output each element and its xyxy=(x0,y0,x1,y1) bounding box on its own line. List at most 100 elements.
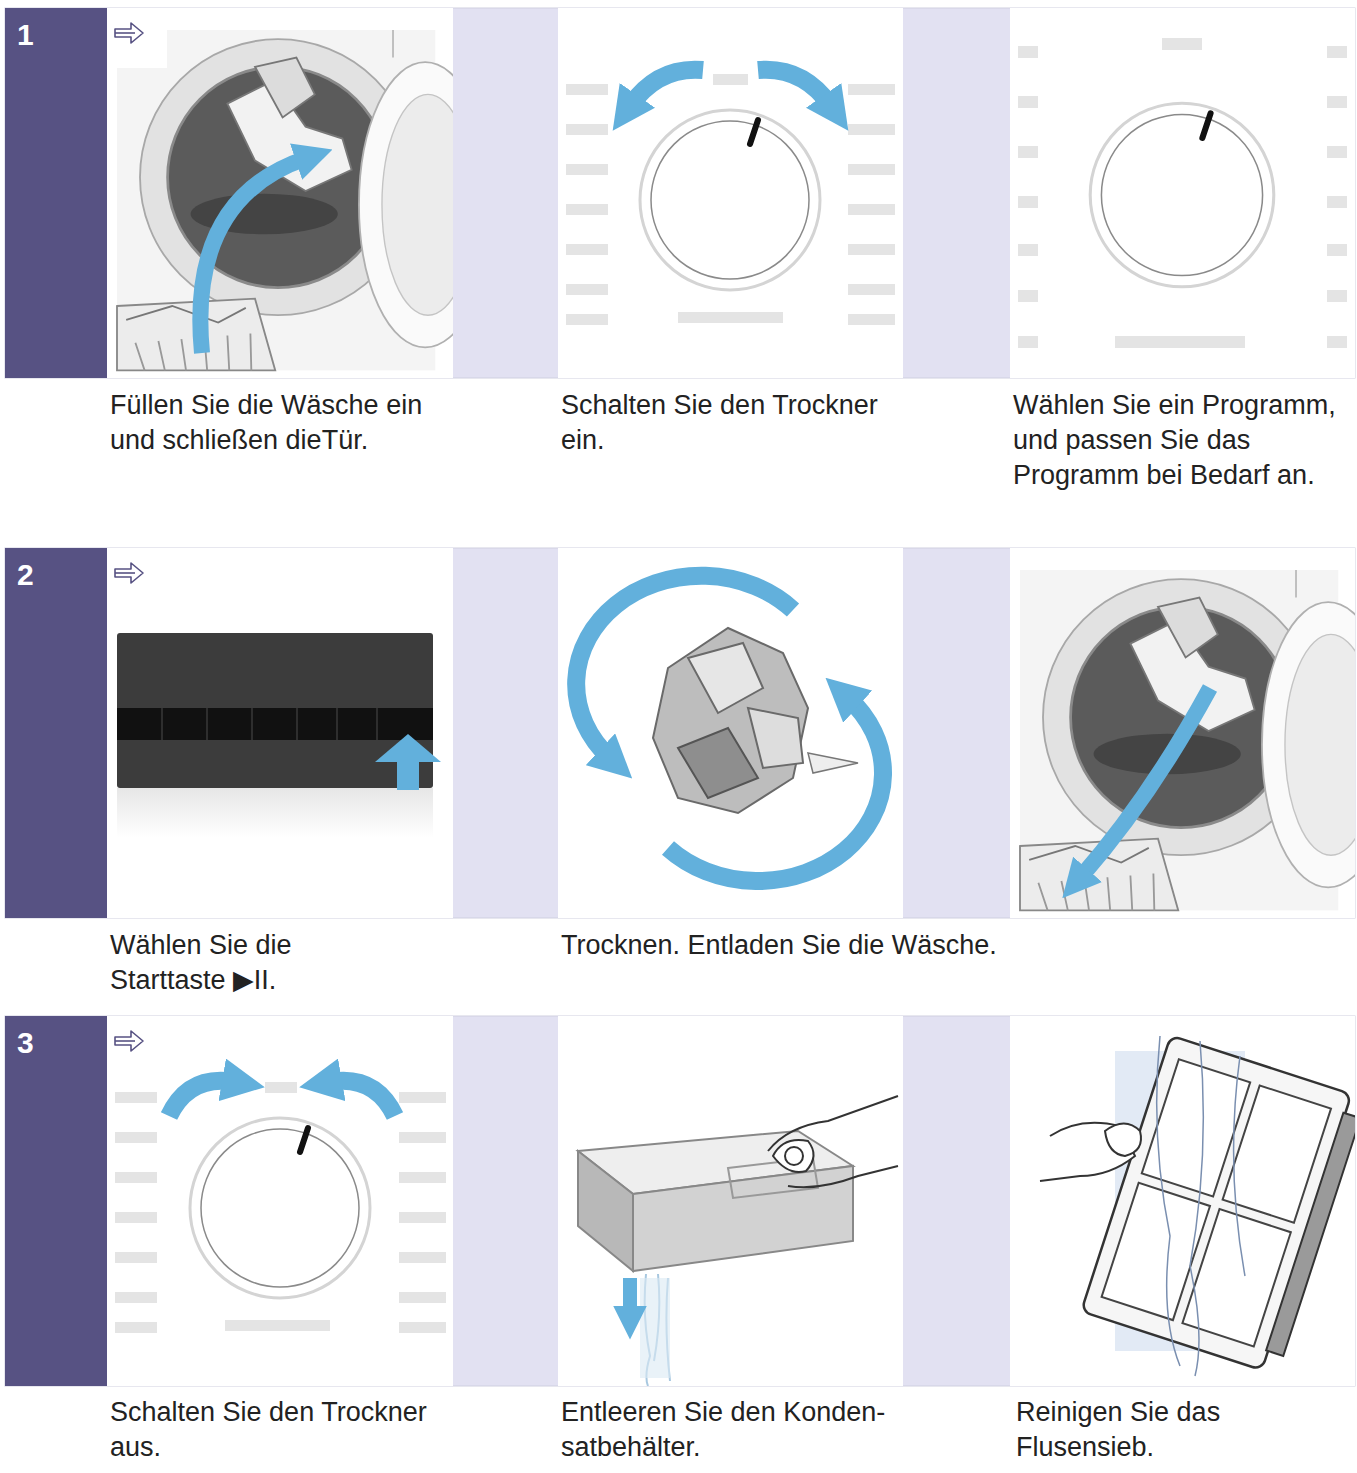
start-button-picture xyxy=(107,548,167,608)
lint-filter-picture xyxy=(1081,1036,1351,1371)
program-dial-picture xyxy=(1018,146,1038,158)
switch-off-picture xyxy=(265,1082,297,1093)
drying-picture xyxy=(653,628,808,813)
program-dial-picture xyxy=(1090,103,1274,287)
switch-off-picture xyxy=(399,1292,446,1303)
row-ground xyxy=(107,548,453,918)
program-dial-picture xyxy=(1327,96,1347,108)
switch-off-picture xyxy=(115,1292,157,1303)
switch-on-picture xyxy=(758,70,831,106)
switch-on-picture xyxy=(640,110,820,290)
step-tab: 2 xyxy=(5,548,107,918)
unload-laundry-picture xyxy=(1020,570,1357,910)
lint-filter-picture xyxy=(1157,1036,1245,1376)
program-dial-picture xyxy=(1327,146,1347,158)
condensate-tank-picture xyxy=(578,1151,633,1271)
unload-laundry-picture xyxy=(1080,688,1210,878)
start-button-picture xyxy=(375,734,441,762)
step-caption: Füllen Sie die Wäsche ein und schließen … xyxy=(110,388,455,458)
step-tab: 3 xyxy=(5,1016,107,1386)
program-dial-picture xyxy=(1018,38,1347,348)
row-ground xyxy=(558,548,903,918)
start-button-picture xyxy=(115,563,143,583)
program-dial-picture xyxy=(1162,38,1202,50)
lint-filter-picture xyxy=(1081,1036,1357,1375)
switch-off-picture xyxy=(169,1081,235,1116)
lint-filter-picture xyxy=(1040,1036,1357,1376)
switch-off-picture xyxy=(107,1016,446,1333)
switch-on-picture xyxy=(640,110,820,290)
drying-picture xyxy=(688,643,763,713)
program-dial-picture xyxy=(1090,103,1274,287)
drying-picture xyxy=(576,576,883,881)
drying-picture xyxy=(678,728,758,798)
switch-off-picture xyxy=(399,1132,446,1143)
start-button-picture xyxy=(162,708,377,740)
load-laundry-picture xyxy=(107,8,491,370)
unload-laundry-picture xyxy=(1020,570,1357,910)
condensate-tank-picture xyxy=(773,1140,814,1172)
row-ground xyxy=(1010,8,1355,378)
switch-off-picture xyxy=(190,1118,370,1298)
load-laundry-picture xyxy=(115,23,143,43)
switch-off-picture xyxy=(115,1031,143,1051)
lint-filter-picture xyxy=(1105,1124,1141,1157)
step-caption: Reinigen Sie das Flusensieb. xyxy=(1016,1395,1351,1465)
switch-off-picture xyxy=(115,1132,157,1143)
drying-picture xyxy=(748,708,803,768)
step-number: 1 xyxy=(5,8,107,52)
program-dial-picture xyxy=(1018,196,1038,208)
program-dial-picture xyxy=(1018,290,1038,302)
program-dial-picture xyxy=(1327,244,1347,256)
switch-off-picture xyxy=(115,1252,157,1263)
load-laundry-picture xyxy=(117,30,491,370)
switch-off-picture xyxy=(115,1322,157,1333)
switch-off-picture xyxy=(115,1172,157,1183)
drying-picture xyxy=(808,753,858,773)
start-button-picture xyxy=(117,633,433,788)
start-button-picture xyxy=(117,708,433,740)
start-button-picture xyxy=(115,563,143,583)
unload-laundry-picture xyxy=(1020,570,1357,910)
switch-off-picture xyxy=(399,1092,446,1103)
switch-on-picture xyxy=(566,70,895,325)
switch-off-picture xyxy=(399,1322,446,1333)
program-dial-picture xyxy=(1327,196,1347,208)
switch-off-picture xyxy=(107,1016,167,1076)
step-caption: Wählen Sie die Starttaste ▶II. xyxy=(110,928,380,998)
switch-off-picture xyxy=(115,1092,157,1103)
program-dial-picture xyxy=(1327,290,1347,302)
condensate-tank-picture xyxy=(640,1278,670,1378)
step-tab: 1 xyxy=(5,8,107,378)
switch-off-picture xyxy=(190,1118,370,1298)
row-ground xyxy=(5,1016,1355,1386)
condensate-tank-picture xyxy=(623,1278,637,1316)
condensate-tank-picture xyxy=(785,1147,803,1165)
condensate-tank-picture xyxy=(768,1096,898,1187)
row-ground xyxy=(5,8,1355,378)
program-dial-picture xyxy=(1327,336,1347,348)
start-button-picture xyxy=(107,548,441,838)
load-laundry-picture xyxy=(117,30,491,370)
step-number: 2 xyxy=(5,548,107,592)
row-ground xyxy=(1010,1016,1355,1386)
switch-off-picture xyxy=(399,1172,446,1183)
lint-filter-picture xyxy=(1266,1113,1357,1356)
switch-off-picture xyxy=(115,1212,157,1223)
step-number: 3 xyxy=(5,1016,107,1060)
row-ground xyxy=(558,1016,903,1386)
program-dial-picture xyxy=(1018,244,1038,256)
switch-on-picture xyxy=(630,70,703,106)
step-caption: Schalten Sie den Trockner ein. xyxy=(561,388,901,458)
program-dial-picture xyxy=(1115,336,1245,348)
switch-off-picture xyxy=(329,1081,395,1116)
load-laundry-picture xyxy=(107,8,167,68)
switch-off-picture xyxy=(115,1082,446,1333)
load-laundry-picture xyxy=(200,158,307,353)
condensate-tank-picture xyxy=(578,1096,898,1386)
condensate-tank-picture xyxy=(633,1166,853,1271)
program-dial-picture xyxy=(1018,96,1038,108)
program-dial-picture xyxy=(1018,336,1038,348)
